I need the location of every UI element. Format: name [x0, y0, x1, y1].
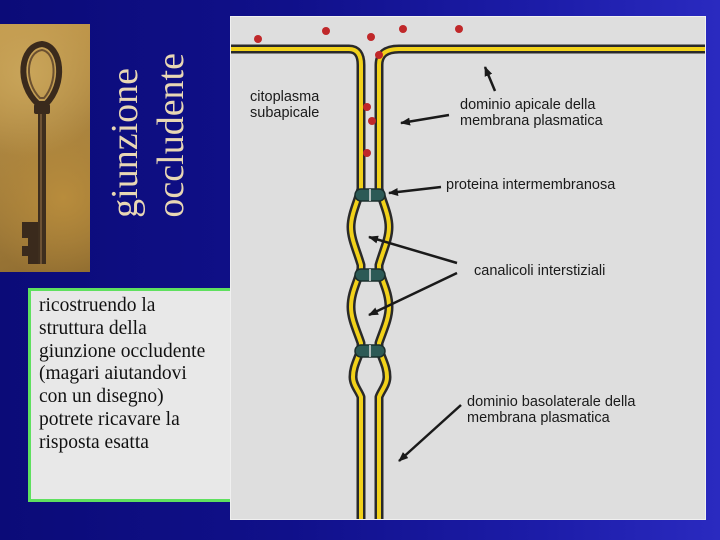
callout-line: risposta esatta — [39, 432, 245, 455]
callout-line: (magari aiutandovi — [39, 363, 245, 386]
callout-line: con un disegno) — [39, 386, 245, 409]
label-apical-domain: dominio apicale della membrana plasmatic… — [460, 97, 603, 129]
particle — [375, 51, 383, 59]
label-interstitial-channels: canalicoli interstiziali — [474, 263, 605, 279]
particle — [363, 103, 371, 111]
particle — [399, 25, 407, 33]
particle — [322, 27, 330, 35]
particle — [254, 35, 262, 43]
callout-box: ricostruendo la struttura della giunzion… — [28, 288, 254, 502]
arrow-protein — [389, 187, 441, 193]
callout-line: struttura della — [39, 318, 245, 341]
particle — [368, 117, 376, 125]
callout-line: ricostruendo la — [39, 295, 245, 318]
label-intermembrane-protein: proteina intermembranosa — [446, 177, 615, 193]
particle — [363, 149, 371, 157]
arrow-apical-up — [485, 67, 495, 91]
arrow-basolateral — [399, 405, 461, 461]
callout-line: giunzione occludente — [39, 341, 245, 364]
tight-junction-diagram: citoplasma subapicale dominio apicale de… — [230, 16, 706, 520]
particle — [367, 33, 375, 41]
label-cytoplasm: citoplasma subapicale — [250, 89, 319, 121]
arrow-apical — [401, 115, 449, 123]
callout-line: potrete ricavare la — [39, 409, 245, 432]
particle — [455, 25, 463, 33]
label-basolateral-domain: dominio basolaterale della membrana plas… — [467, 394, 635, 426]
